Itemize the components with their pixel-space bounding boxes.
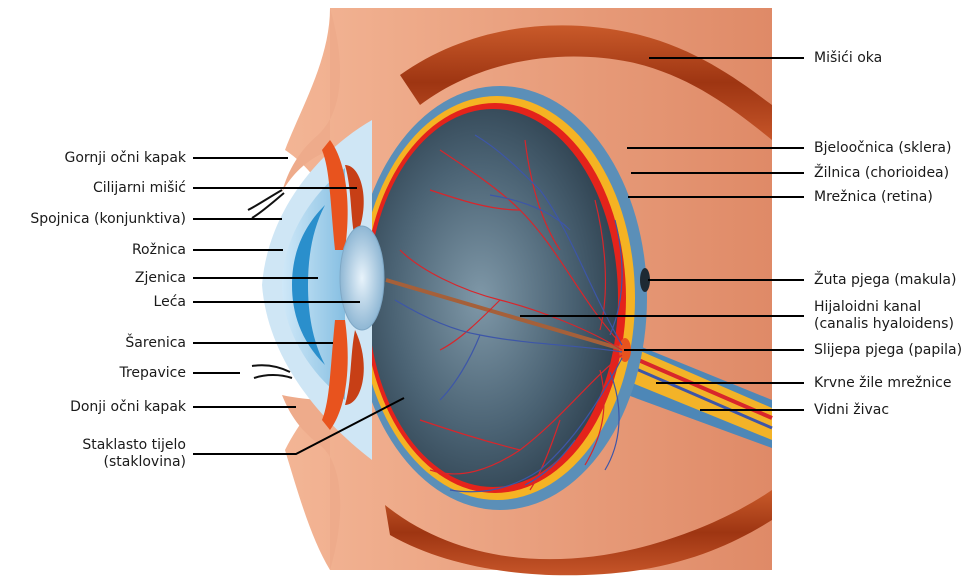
label-zjenica: Zjenica — [135, 270, 186, 287]
label-donji-ocni-kapak: Donji očni kapak — [70, 399, 186, 416]
label-mreznica: Mrežnica (retina) — [814, 189, 933, 206]
label-hijaloidni-kanal: Hijaloidni kanal(canalis hyaloidens) — [814, 299, 954, 333]
label-roznica: Rožnica — [132, 242, 186, 259]
eyelashes-lower — [252, 365, 292, 378]
label-trepavice: Trepavice — [119, 365, 186, 382]
label-misici-oka: Mišići oka — [814, 50, 882, 67]
label-krvne-zile: Krvne žile mrežnice — [814, 375, 951, 392]
label-vidni-zivac: Vidni živac — [814, 402, 889, 419]
label-zuta-pjega: Žuta pjega (makula) — [814, 272, 956, 289]
lens — [340, 226, 384, 330]
label-gornji-ocni-kapak: Gornji očni kapak — [64, 150, 186, 167]
label-spojnica: Spojnica (konjunktiva) — [30, 211, 186, 228]
label-zilnica: Žilnica (chorioidea) — [814, 165, 949, 182]
label-bjeloocnica: Bjeloočnica (sklera) — [814, 140, 951, 157]
label-slijepa-pjega: Slijepa pjega (papila) — [814, 342, 962, 359]
label-staklasto-tijelo: Staklasto tijelo(staklovina) — [82, 437, 186, 471]
label-cilijarni-misic: Cilijarni mišić — [93, 180, 186, 197]
eyelashes-upper — [248, 190, 284, 218]
label-sarenica: Šarenica — [125, 335, 186, 352]
label-leca: Leća — [154, 294, 186, 311]
